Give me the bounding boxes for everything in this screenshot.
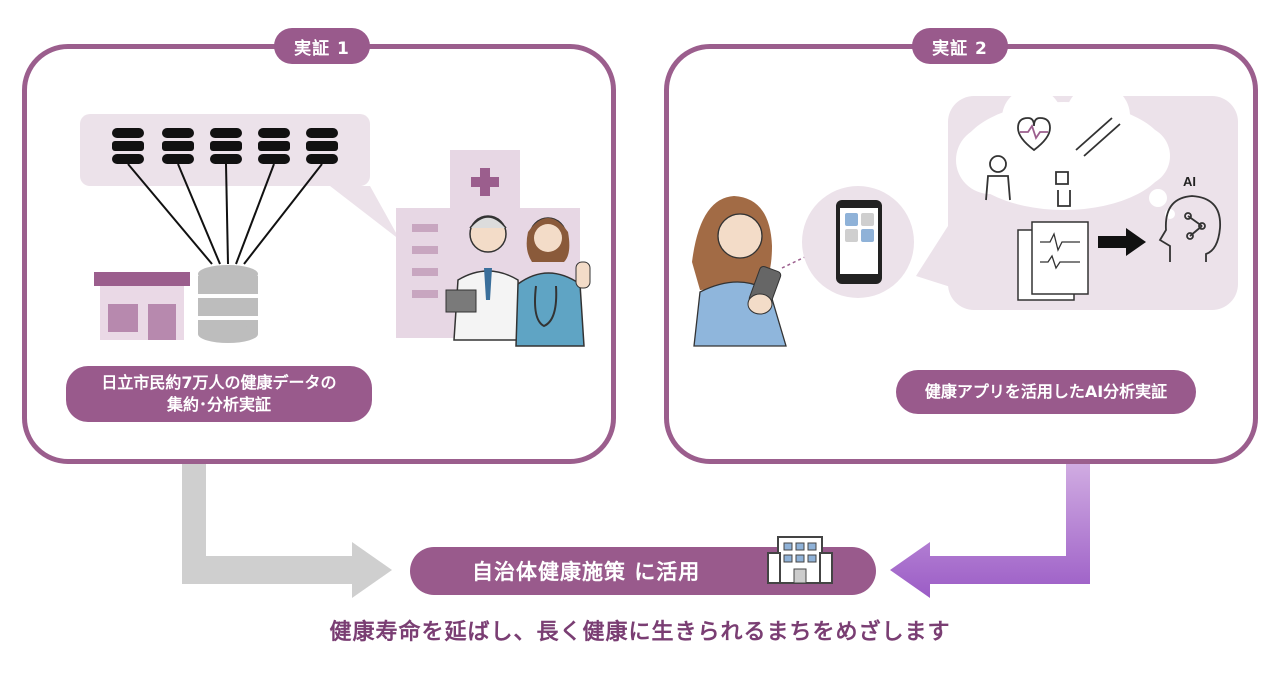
ai-head-icon [1158,195,1221,262]
smartphone-icon [802,186,914,298]
building-icon [94,272,190,340]
woman-icon [692,196,787,347]
caption-demonstration-1: 日立市民約7万人の健康データの 集約･分析実証 [66,366,372,422]
caption-line-2: 集約･分析実証 [166,395,271,414]
tag-demonstration-2: 実証 2 [912,28,1008,64]
finger-sensor-icon [1055,171,1071,207]
policy-pill: 自治体健康施策 に活用 [410,536,876,595]
doctor-icon [445,215,521,341]
report-icons [1017,221,1089,301]
database-icons [112,128,338,164]
vessel-icon [1075,117,1121,157]
tag-demonstration-1: 実証 1 [274,28,370,64]
health-icons [985,117,1121,207]
caption-line-1: 日立市民約7万人の健康データの [101,373,337,392]
ai-label: AI [1183,174,1196,189]
thought-cloud [956,84,1175,219]
central-database-icon [198,265,258,343]
caption-demonstration-2: 健康アプリを活用したAI分析実証 [896,370,1196,414]
office-building-icon [767,536,833,584]
arrow-right-icon [1098,228,1146,256]
slogan: 健康寿命を延ばし、長く健康に生きられるまちをめざします [329,620,951,645]
heart-icon [1017,117,1051,152]
policy-label: 自治体健康施策 に活用 [472,560,701,584]
nurse-icon [515,217,591,347]
connection-lines [127,163,323,265]
person-icon [985,155,1011,201]
